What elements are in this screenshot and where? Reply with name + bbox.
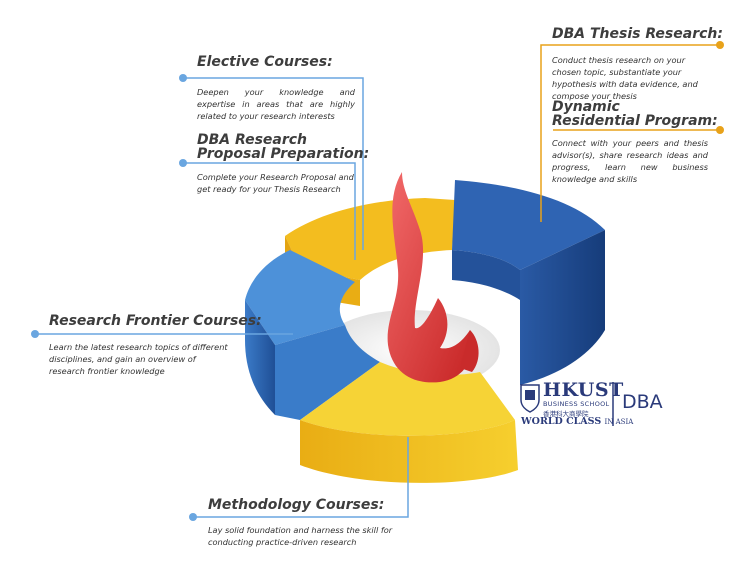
logo-chinese: 香港科大商學院 <box>543 410 589 418</box>
residential-title-line1: Dynamic <box>552 99 620 115</box>
proposal-title-line1: DBA Research <box>197 132 308 148</box>
proposal-description: Complete your Research Proposal and get … <box>197 172 354 194</box>
leader-dots-left <box>31 74 197 521</box>
leader-dots-right <box>716 41 724 134</box>
flame-icon <box>387 172 479 383</box>
logo-tagline: WORLD CLASS IN ASIA <box>521 416 633 428</box>
thesis-title: DBA Thesis Research: <box>552 26 723 42</box>
proposal-title-line2: Proposal Preparation: <box>197 146 370 162</box>
elective-description: Deepen your knowledge and expertise in a… <box>197 87 355 121</box>
frontier-title: Research Frontier Courses: <box>49 313 262 329</box>
residential-title-line2: Residential Program: <box>552 113 718 129</box>
logo-tagline-main: WORLD CLASS <box>521 416 602 427</box>
methodology-title: Methodology Courses: <box>208 497 385 513</box>
thesis-description: Conduct thesis research on your chosen t… <box>552 55 698 101</box>
logo-dba: DBA <box>622 391 663 413</box>
logo-tagline-small: IN ASIA <box>604 418 634 426</box>
logo-school: BUSINESS SCHOOL <box>543 400 610 408</box>
logo-hkust: HKUST <box>543 379 624 401</box>
residential-description: Connect with your peers and thesis advis… <box>552 138 708 184</box>
leader-lines-left <box>35 77 409 518</box>
methodology-description: Lay solid foundation and harness the ski… <box>208 525 393 547</box>
frontier-description: Learn the latest research topics of diff… <box>49 342 228 376</box>
segment-methodology <box>300 362 518 483</box>
segment-thesis-residential <box>452 180 605 385</box>
segment-research-frontier <box>245 250 380 420</box>
hkust-shield-icon <box>520 384 540 413</box>
elective-title: Elective Courses: <box>197 54 333 70</box>
leader-lines-right <box>540 44 720 222</box>
